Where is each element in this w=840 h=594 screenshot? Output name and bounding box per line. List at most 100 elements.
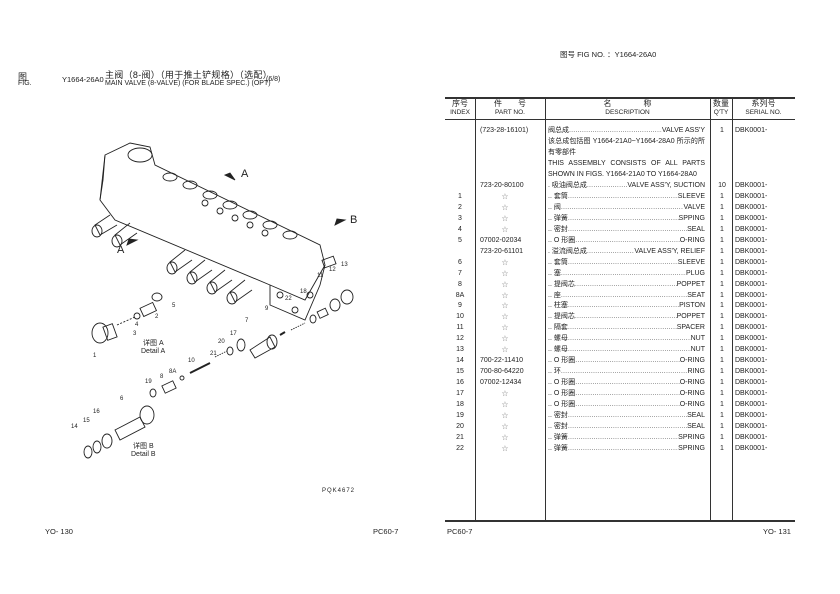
callout-8a: 8A bbox=[169, 369, 176, 375]
index: 19 bbox=[456, 411, 464, 419]
description: .. 柱塞PISTON bbox=[548, 300, 705, 311]
desc-cn: .. 弹簧 bbox=[548, 433, 568, 441]
callout-18: 18 bbox=[300, 289, 307, 295]
star-icon: ☆ bbox=[501, 432, 509, 442]
serial: DBK0001- bbox=[735, 368, 768, 376]
qty: 1 bbox=[720, 433, 724, 441]
qty: 1 bbox=[720, 236, 724, 244]
callout-14: 14 bbox=[71, 424, 78, 430]
arrow-a-top bbox=[223, 172, 236, 181]
table-row: 12☆.. 螺母NUT1DBK0001- bbox=[445, 333, 795, 344]
description: . 溢流阀总成VALVE ASS'Y, RELIEF bbox=[548, 246, 705, 257]
star-icon: ☆ bbox=[501, 224, 509, 234]
assembly-note-en: THIS ASSEMBLY CONSISTS OF ALL PARTS SHOW… bbox=[548, 160, 705, 178]
detail-b-en: Detail B bbox=[131, 451, 156, 458]
callout-13: 13 bbox=[341, 262, 348, 268]
desc-en: VALVE bbox=[683, 203, 705, 211]
qty: 1 bbox=[720, 269, 724, 277]
desc-cn: 阀总成 bbox=[548, 127, 569, 134]
star-icon: ☆ bbox=[501, 213, 509, 223]
star-icon: ☆ bbox=[501, 410, 509, 420]
callout-19: 19 bbox=[145, 379, 152, 385]
star-icon: ☆ bbox=[501, 389, 509, 399]
exploded-parts-diagram: A A B 1 3 4 2 5 详图 A Detail A 14 bbox=[71, 142, 357, 459]
description: .. 提阀芯POPPET bbox=[548, 279, 705, 290]
index: 11 bbox=[456, 324, 464, 332]
description: .. 塞PLUG bbox=[548, 268, 705, 279]
arrow-label-b: B bbox=[350, 214, 357, 226]
desc-en: SLEEVE bbox=[677, 258, 705, 266]
desc-en: VALVE ASS'Y bbox=[661, 127, 705, 134]
description: .. 隔套SPACER bbox=[548, 322, 705, 333]
serial: DBK0001- bbox=[735, 411, 768, 419]
description: .. O 形圈O-RING bbox=[548, 355, 705, 366]
desc-cn: . 吸油阀总成 bbox=[548, 182, 587, 189]
part-no: 723-20-61101 bbox=[480, 247, 524, 255]
description: .. O 形圈O-RING bbox=[548, 235, 705, 246]
index: 15 bbox=[456, 368, 464, 376]
description: .. 弹簧SPRING bbox=[548, 443, 705, 454]
table-row: 21☆.. 弹簧SPRING1DBK0001- bbox=[445, 432, 795, 443]
serial: DBK0001- bbox=[735, 302, 768, 310]
description: .. 密封SEAL bbox=[548, 410, 705, 421]
title-en: MAIN VALVE (8-VALVE) (FOR BLADE SPEC.) (… bbox=[105, 80, 271, 87]
serial: DBK0001- bbox=[735, 444, 768, 452]
table-row: 19☆.. 密封SEAL1DBK0001- bbox=[445, 410, 795, 421]
index: 18 bbox=[456, 401, 464, 408]
table-row: 20☆.. 密封SEAL1DBK0001- bbox=[445, 421, 795, 432]
qty: 1 bbox=[720, 422, 724, 430]
description: .. 套筒SLEEVE bbox=[548, 257, 705, 268]
desc-cn: . 溢流阀总成 bbox=[548, 247, 587, 255]
callout-3: 3 bbox=[133, 331, 137, 337]
desc-en: SEAT bbox=[687, 291, 705, 299]
serial: DBK0001- bbox=[735, 258, 768, 266]
desc-en: RING bbox=[687, 368, 706, 376]
desc-en: PISTON bbox=[679, 302, 705, 310]
part-no: 700-80-64220 bbox=[480, 368, 524, 376]
qty: 10 bbox=[718, 182, 726, 189]
table-row: 7☆.. 塞PLUG1DBK0001- bbox=[445, 268, 795, 279]
index: 20 bbox=[456, 422, 464, 430]
table-row: 6☆.. 套筒SLEEVE1DBK0001- bbox=[445, 257, 795, 268]
serial: DBK0001- bbox=[735, 346, 768, 354]
assembly-note-cn: 该总成包括图 Y1664-21A0~Y1664-28A0 所示的所有零部件 bbox=[548, 138, 705, 156]
serial: DBK0001- bbox=[735, 422, 768, 430]
serial: DBK0001- bbox=[735, 401, 768, 408]
serial: DBK0001- bbox=[735, 225, 768, 233]
star-icon: ☆ bbox=[501, 301, 509, 311]
desc-en: NUT bbox=[690, 346, 705, 354]
index: 1 bbox=[458, 192, 462, 200]
desc-cn: .. 提阀芯 bbox=[548, 280, 575, 288]
serial: DBK0001- bbox=[735, 182, 768, 189]
callout-2: 2 bbox=[155, 314, 159, 320]
desc-en: VALVE ASS'Y, SUCTION bbox=[627, 182, 705, 189]
callout-16: 16 bbox=[93, 409, 100, 415]
arrow-label-a-top: A bbox=[241, 168, 249, 180]
qty: 1 bbox=[720, 258, 724, 266]
desc-cn: .. 环 bbox=[548, 368, 561, 376]
star-icon: ☆ bbox=[501, 323, 509, 333]
serial: DBK0001- bbox=[735, 357, 768, 365]
table-row: 22☆.. 弹簧SPRING1DBK0001- bbox=[445, 443, 795, 454]
index: 13 bbox=[456, 346, 464, 354]
desc-cn: .. 螺母 bbox=[548, 335, 568, 343]
serial: DBK0001- bbox=[735, 335, 768, 343]
index: 14 bbox=[456, 357, 464, 365]
index: 8 bbox=[458, 280, 462, 288]
description: .. 提阀芯POPPET bbox=[548, 311, 705, 322]
qty: 1 bbox=[720, 335, 724, 343]
description: .. 弹簧SPRING bbox=[548, 432, 705, 443]
desc-cn: .. 座 bbox=[548, 291, 561, 299]
desc-en: SPPING bbox=[678, 214, 705, 222]
description: .. 密封SEAL bbox=[548, 421, 705, 432]
qty: 1 bbox=[720, 346, 724, 354]
index: 16 bbox=[456, 379, 464, 387]
serial: DBK0001- bbox=[735, 433, 768, 441]
model-right: PC60-7 bbox=[447, 527, 473, 536]
desc-cn: .. 塞 bbox=[548, 269, 561, 277]
qty: 1 bbox=[720, 192, 724, 200]
